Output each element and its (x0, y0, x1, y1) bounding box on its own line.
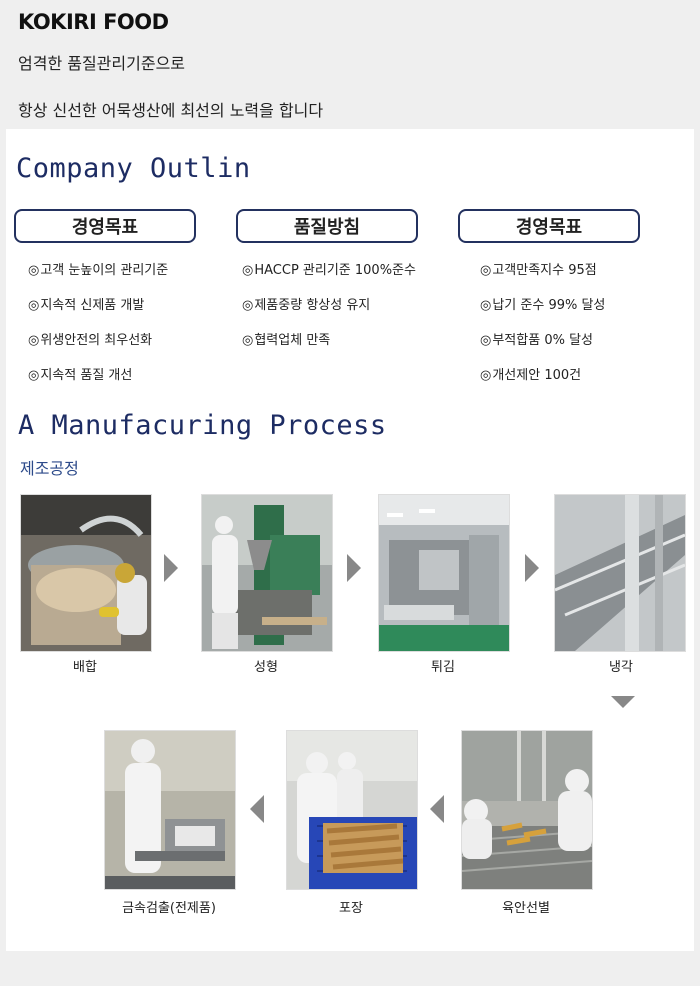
list-item: ◎제품중량 항상성 유지 (242, 298, 371, 313)
tagline-line-2: 항상 신선한 어묵생산에 최선의 노력을 합니다 (18, 101, 324, 120)
column-heading: 경영목표 (458, 209, 640, 243)
list-item: ◎HACCP 관리기준 100%준수 (242, 263, 416, 278)
page-header: KOKIRI FOOD 엄격한 품질관리기준으로 항상 신선한 어묵생산에 최선… (0, 0, 700, 128)
mixing-photo (20, 494, 152, 652)
bullet-icon: ◎ (480, 298, 492, 313)
bullet-icon: ◎ (28, 333, 40, 348)
metal-detection-photo (104, 730, 236, 890)
step-caption-forming: 성형 (254, 660, 278, 675)
bullet-icon: ◎ (480, 333, 492, 348)
arrow-right-icon (164, 554, 178, 582)
outline-column-quality-policy: 품질방침 ◎HACCP 관리기준 100%준수 ◎제품중량 항상성 유지 ◎협력… (236, 209, 418, 348)
arrow-right-icon (525, 554, 539, 582)
company-outline-title: Company Outlin (16, 153, 251, 184)
list-item: ◎고객 눈높이의 관리기준 (28, 263, 169, 278)
bullet-icon: ◎ (242, 333, 254, 348)
list-item: ◎고객만족지수 95점 (480, 263, 597, 278)
column-heading: 품질방침 (236, 209, 418, 243)
bullet-icon: ◎ (242, 298, 254, 313)
arrow-right-icon (347, 554, 361, 582)
visual-sorting-photo (461, 730, 593, 890)
tagline-line-1: 엄격한 품질관리기준으로 (18, 54, 186, 73)
list-item: ◎부적합품 0% 달성 (480, 333, 593, 348)
list-item: ◎위생안전의 최우선화 (28, 333, 153, 348)
list-item: ◎지속적 품질 개선 (28, 368, 133, 383)
brand-name: KOKIRI FOOD (18, 10, 169, 34)
bullet-icon: ◎ (480, 368, 492, 383)
outline-column-targets: 경영목표 ◎고객만족지수 95점 ◎납기 준수 99% 달성 ◎부적합품 0% … (458, 209, 640, 383)
step-caption-mixing: 배합 (73, 660, 97, 675)
step-caption-visual-sorting: 육안선별 (502, 901, 550, 916)
arrow-left-icon (430, 795, 444, 823)
step-caption-cooling: 냉각 (609, 660, 633, 675)
frying-photo (378, 494, 510, 652)
bullet-icon: ◎ (28, 298, 40, 313)
list-item: ◎개선제안 100건 (480, 368, 582, 383)
bullet-icon: ◎ (242, 263, 254, 278)
arrow-left-icon (250, 795, 264, 823)
step-caption-packaging: 포장 (339, 901, 363, 916)
process-title: A Manufacuring Process (18, 410, 387, 441)
list-item: ◎협력업체 만족 (242, 333, 331, 348)
packaging-photo (286, 730, 418, 890)
list-item: ◎납기 준수 99% 달성 (480, 298, 606, 313)
process-subtitle: 제조공정 (20, 459, 79, 478)
bullet-icon: ◎ (28, 368, 40, 383)
outline-column-management-goals: 경영목표 ◎고객 눈높이의 관리기준 ◎지속적 신제품 개발 ◎위생안전의 최우… (14, 209, 196, 383)
forming-photo (201, 494, 333, 652)
step-caption-frying: 튀김 (431, 660, 455, 675)
step-caption-metal-detection: 금속검출(전제품) (122, 901, 216, 916)
column-heading: 경영목표 (14, 209, 196, 243)
bullet-icon: ◎ (480, 263, 492, 278)
content-card: Company Outlin 경영목표 ◎고객 눈높이의 관리기준 ◎지속적 신… (6, 129, 694, 951)
arrow-down-icon (611, 696, 635, 708)
bullet-icon: ◎ (28, 263, 40, 278)
list-item: ◎지속적 신제품 개발 (28, 298, 145, 313)
cooling-photo (554, 494, 686, 652)
